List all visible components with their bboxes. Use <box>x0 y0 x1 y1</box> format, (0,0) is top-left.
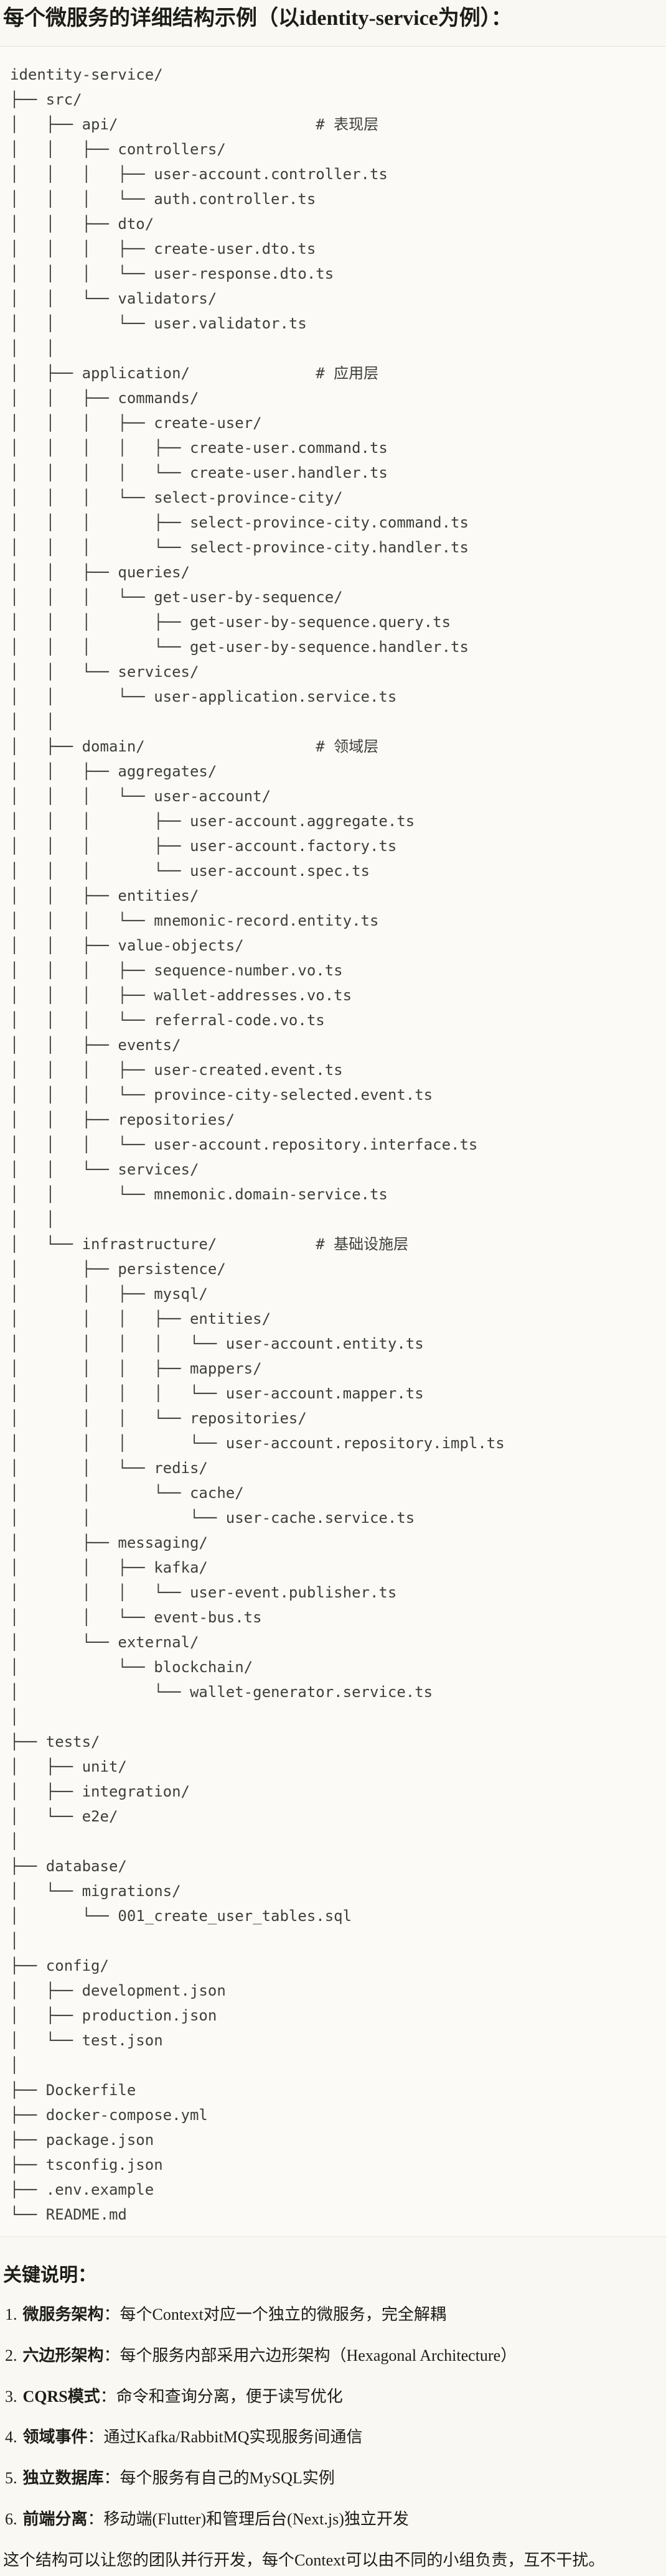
note-item: 4. 领域事件：通过Kafka/RabbitMQ实现服务间通信 <box>5 2428 660 2447</box>
note-text: ：每个服务有自己的MySQL实例 <box>103 2469 335 2488</box>
notes-section: 关键说明： 1. 微服务架构：每个Context对应一个独立的微服务，完全解耦 2… <box>0 2259 666 2576</box>
note-number: 6. <box>5 2510 17 2529</box>
note-number: 2. <box>5 2346 17 2364</box>
note-item: 2. 六边形架构：每个服务内部采用六边形架构（Hexagonal Architec… <box>5 2346 660 2365</box>
notes-list: 1. 微服务架构：每个Context对应一个独立的微服务，完全解耦 2. 六边形架构… <box>3 2305 660 2529</box>
note-number: 5. <box>5 2469 17 2488</box>
note-number: 1. <box>5 2305 17 2323</box>
note-item: 3. CQRS模式：命令和查询分离，便于读写优化 <box>5 2388 660 2406</box>
note-label: 前端分离 <box>22 2510 88 2529</box>
notes-heading: 关键说明： <box>3 2264 96 2285</box>
note-item: 6. 前端分离：移动端(Flutter)和管理后台(Next.js)独立开发 <box>5 2510 660 2529</box>
note-label: 独立数据库 <box>22 2469 104 2488</box>
note-label: 微服务架构 <box>22 2305 104 2323</box>
note-text: ：每个服务内部采用六边形架构（Hexagonal Architecture） <box>103 2346 517 2364</box>
directory-tree: identity-service/ ├── src/ │ ├── api/ # … <box>10 65 505 2223</box>
note-item: 5. 独立数据库：每个服务有自己的MySQL实例 <box>5 2469 660 2488</box>
note-label: CQRS模式 <box>22 2387 100 2406</box>
code-block: identity-service/ ├── src/ │ ├── api/ # … <box>0 45 666 2237</box>
note-number: 4. <box>5 2428 17 2447</box>
note-label: 领域事件 <box>22 2428 88 2447</box>
note-text: ：通过Kafka/RabbitMQ实现服务间通信 <box>87 2428 363 2447</box>
note-label: 六边形架构 <box>22 2346 104 2364</box>
note-text: ：命令和查询分离，便于读写优化 <box>100 2387 343 2406</box>
note-item: 1. 微服务架构：每个Context对应一个独立的微服务，完全解耦 <box>5 2305 660 2324</box>
note-text: ：每个Context对应一个独立的微服务，完全解耦 <box>103 2305 446 2323</box>
closing-note: 这个结构可以让您的团队并行开发，每个Context可以由不同的小组负责，互不干扰… <box>3 2551 605 2570</box>
note-text: ：移动端(Flutter)和管理后台(Next.js)独立开发 <box>87 2510 409 2529</box>
page-title: 每个微服务的详细结构示例（以identity-service为例）： <box>3 7 512 30</box>
note-number: 3. <box>5 2387 17 2406</box>
